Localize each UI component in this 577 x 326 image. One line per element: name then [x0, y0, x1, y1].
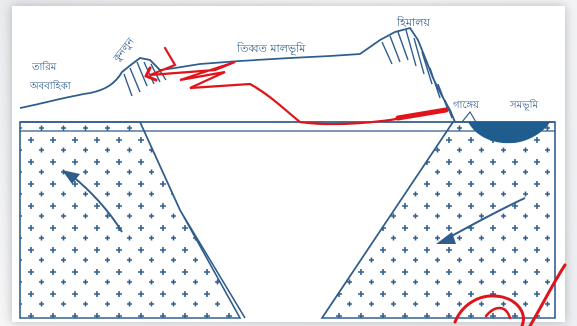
- red-annotation: [144, 46, 567, 326]
- right-crust-block: [320, 121, 556, 319]
- basin-label: অববাহিকা: [29, 80, 72, 92]
- left-motion-arrow: [71, 175, 123, 233]
- plain-label: সমভূমি: [509, 99, 538, 111]
- right-motion-arrow: [447, 197, 526, 239]
- left-crust-block: [19, 121, 242, 319]
- tibet-plateau-label: তিব্বত মালভূমি: [236, 42, 306, 55]
- tarim-label: তারিম: [31, 61, 57, 73]
- kunlun-hachures: [123, 61, 167, 97]
- terrain-profile: [19, 26, 456, 123]
- himalaya-hachures: [381, 29, 453, 119]
- kunlun-label: কুনলুন: [111, 35, 137, 64]
- subduction-wedge: [139, 121, 454, 319]
- ganges-foredeep: [468, 122, 550, 144]
- himalaya-label: হিমালয়: [396, 16, 430, 29]
- ganges-label: গাঙ্গেয়: [453, 100, 480, 111]
